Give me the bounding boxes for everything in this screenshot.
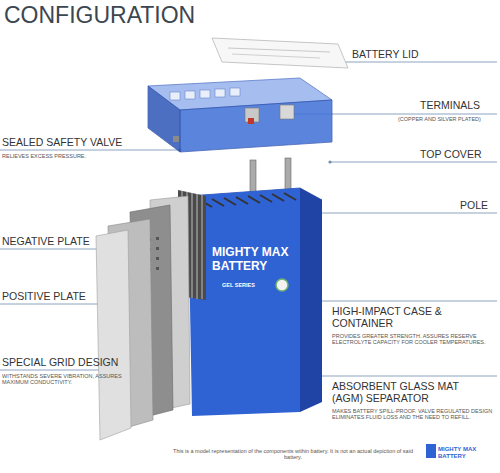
battery-lid: [212, 38, 348, 68]
part-label: BATTERY LID: [352, 48, 419, 60]
part-label: TERMINALS: [420, 99, 480, 111]
battery-case: [188, 188, 322, 416]
part-label: POLE: [460, 199, 488, 211]
part-note: WITHSTANDS SEVERE VIBRATION, ASSURES MAX…: [2, 373, 127, 386]
part-note: RELIEVES EXCESS PRESSURE.: [2, 153, 86, 159]
disclaimer-caption: This is a model representation of the co…: [168, 448, 418, 461]
part-label: SEALED SAFETY VALVE: [2, 136, 122, 148]
part-label: NEGATIVE PLATE: [2, 235, 90, 247]
part-note: MAKES BATTERY SPILL-PROOF. VALVE REGULAT…: [332, 408, 497, 421]
logo-mark: [426, 444, 436, 458]
top-cover: [148, 78, 332, 152]
plates: [96, 196, 190, 440]
part-label: SPECIAL GRID DESIGN: [2, 356, 118, 368]
part-label: TOP COVER: [420, 148, 481, 160]
poles: [250, 158, 291, 192]
brand-logo: MIGHTY MAX BATTERY: [438, 446, 486, 460]
part-note: (COPPER AND SILVER PLATED): [398, 116, 481, 122]
part-note: PROVIDES GREATER STRENGTH. ASSURES RESER…: [332, 333, 497, 346]
part-label: ABSORBENT GLASS MAT (AGM) SEPARATOR: [332, 380, 492, 404]
case-brand: BATTERY: [212, 260, 267, 274]
case-series: GEL SERIES: [222, 282, 255, 288]
part-label: POSITIVE PLATE: [2, 290, 86, 302]
diagram-title: CONFIGURATION: [4, 2, 195, 28]
case-brand: MIGHTY MAX: [212, 246, 288, 260]
part-label: HIGH-IMPACT CASE & CONTAINER: [332, 305, 492, 329]
